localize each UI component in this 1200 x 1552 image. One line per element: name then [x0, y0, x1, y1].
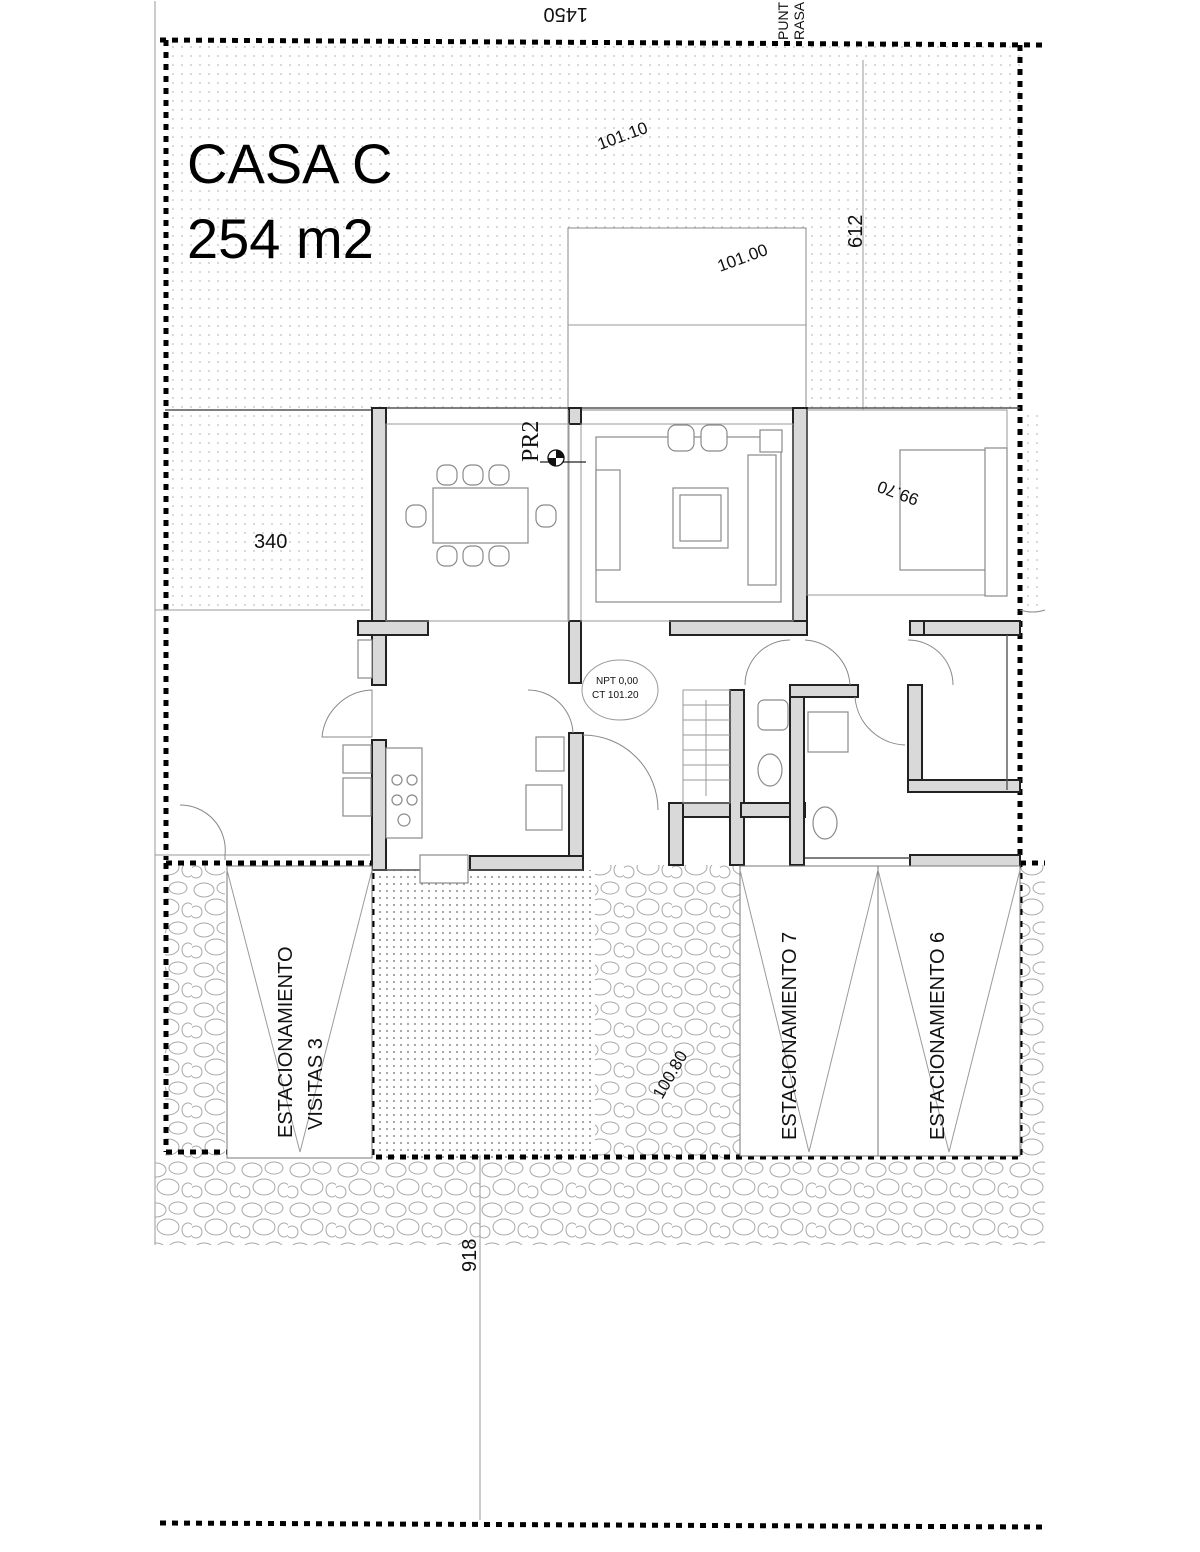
doors: [179, 609, 1046, 860]
parking-space-7: [739, 865, 879, 1157]
bed: [899, 447, 1008, 597]
section-marker-label: PR2: [518, 421, 544, 462]
dining-set: [405, 464, 557, 567]
stone-paving: [155, 865, 1045, 1245]
section-marker: PR2: [518, 421, 586, 467]
parking-visitas-label-line1: ESTACIONAMIENTO: [275, 946, 297, 1138]
kitchen-fixtures: [342, 639, 565, 884]
floor-level-npt: NPT 0,00: [596, 676, 638, 687]
bathroom-fixtures: [757, 699, 849, 840]
parking-visitas-3: [226, 865, 373, 1159]
floor-level-ct: CT 101.20: [592, 690, 639, 701]
parking-visitas-label-line2: VISITAS 3: [305, 1038, 327, 1130]
dimension-right-side: 612: [845, 215, 867, 248]
house-area: 254 m2: [187, 207, 374, 270]
house-walls: [165, 407, 1021, 871]
parking-space-6: [877, 865, 1021, 1157]
living-set: [595, 424, 783, 603]
house-title: CASA C: [187, 132, 392, 195]
parking-space-7-label: ESTACIONAMIENTO 7: [779, 932, 801, 1140]
corner-note-line2: RASA: [791, 1, 807, 40]
dimension-bottom-length: 918: [459, 1239, 481, 1272]
dimension-left-side: 340: [254, 531, 287, 553]
patio-slab: [567, 227, 807, 411]
dimension-top-width: 1450: [544, 3, 589, 25]
corner-note-line1: PUNT: [775, 1, 791, 40]
parking-space-6-label: ESTACIONAMIENTO 6: [927, 932, 949, 1140]
